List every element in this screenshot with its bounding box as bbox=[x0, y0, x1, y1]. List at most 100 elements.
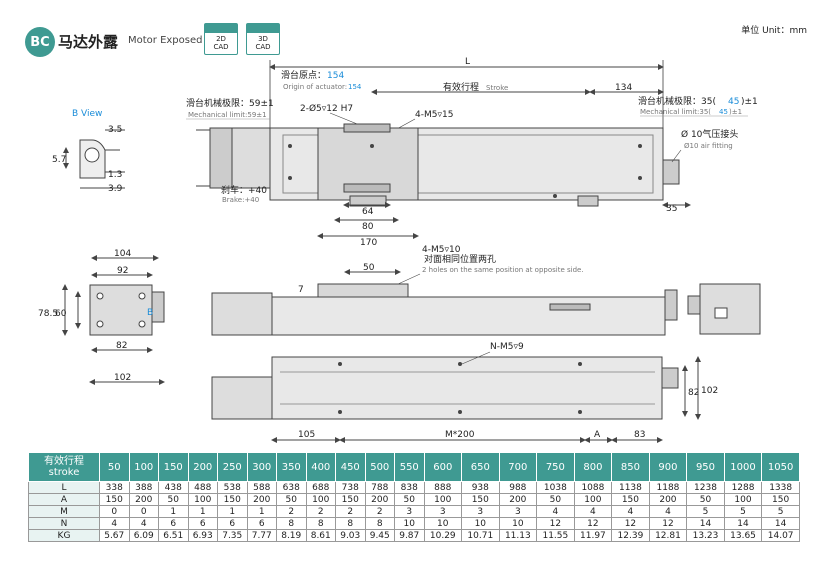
mech-right-en-end: )±1 bbox=[729, 108, 742, 116]
dim-3-5: 3.5 bbox=[108, 125, 122, 135]
table-cell: 200 bbox=[498, 493, 538, 506]
table-cell: 100 bbox=[723, 493, 763, 506]
cad-2d-bottom: CAD bbox=[213, 43, 229, 51]
table-cell: 2 bbox=[364, 505, 395, 518]
dim-L: L bbox=[465, 57, 470, 67]
table-cell: 12.39 bbox=[611, 529, 650, 542]
dim-102b: 102 bbox=[701, 386, 718, 396]
hole-4a-label: 4-M5▿15 bbox=[415, 110, 453, 120]
table-cell: 150 bbox=[335, 493, 366, 506]
table-cell: 788 bbox=[364, 481, 395, 494]
table-cell: 10 bbox=[423, 517, 463, 530]
table-cell: 588 bbox=[246, 481, 277, 494]
mech-left-cn: 滑台机械极限：59±1 bbox=[186, 97, 274, 109]
dim-170: 170 bbox=[360, 238, 377, 248]
b-view-section bbox=[63, 129, 125, 189]
dim-50: 50 bbox=[363, 263, 375, 273]
stroke-col: 450 bbox=[335, 452, 366, 482]
table-cell: 6 bbox=[158, 517, 189, 530]
bottom-view-holes bbox=[338, 362, 582, 414]
table-cell: 5 bbox=[761, 505, 800, 518]
mech-left-en: Mechanical limit:59±1 bbox=[188, 111, 267, 119]
table-cell: 150 bbox=[217, 493, 248, 506]
table-cell: 13.65 bbox=[723, 529, 763, 542]
table-cell: 50 bbox=[394, 493, 425, 506]
stroke-en: Stroke bbox=[486, 84, 508, 92]
cad-2d-top: 2D bbox=[216, 35, 226, 43]
stroke-col: 700 bbox=[498, 452, 538, 482]
stroke-col: 350 bbox=[276, 452, 307, 482]
table-cell: 200 bbox=[246, 493, 277, 506]
table-cell: 1 bbox=[217, 505, 248, 518]
stroke-col: 950 bbox=[686, 452, 725, 482]
table-cell: 11.97 bbox=[573, 529, 613, 542]
table-cell: 338 bbox=[99, 481, 130, 494]
table-cell: 1 bbox=[187, 505, 218, 518]
table-cell: 2 bbox=[276, 505, 307, 518]
table-cell: 688 bbox=[305, 481, 336, 494]
table-cell: 2 bbox=[335, 505, 366, 518]
table-cell: 8.19 bbox=[276, 529, 307, 542]
table-cell: 8 bbox=[276, 517, 307, 530]
stroke-col: 650 bbox=[461, 452, 500, 482]
origin-value: 154 bbox=[327, 71, 344, 81]
table-cell: 13.23 bbox=[686, 529, 725, 542]
table-cell: 0 bbox=[128, 505, 159, 518]
table-cell: 2 bbox=[305, 505, 336, 518]
stroke-col: 100 bbox=[128, 452, 159, 482]
table-cell: 11.13 bbox=[498, 529, 538, 542]
table-cell: 3 bbox=[423, 505, 463, 518]
table-cell: 4 bbox=[611, 505, 650, 518]
dim-78-5: 78.5 bbox=[38, 309, 58, 319]
unit-label: 单位 Unit：mm bbox=[741, 26, 807, 36]
stroke-cn: 有效行程 bbox=[443, 81, 479, 93]
cad-2d-bar bbox=[205, 24, 237, 33]
mech-right-en: Mechanical limit:35( bbox=[640, 108, 711, 116]
row-label: L bbox=[28, 481, 100, 494]
dim-1-3: 1.3 bbox=[108, 170, 122, 180]
brake-en: Brake:+40 bbox=[222, 196, 259, 204]
table-cell: 438 bbox=[158, 481, 189, 494]
table-cell: 8.61 bbox=[305, 529, 336, 542]
table-cell: 888 bbox=[423, 481, 463, 494]
top-view-body bbox=[196, 123, 680, 207]
spec-header-row: 有效行程 stroke 50 100 150 200 250 300 350 4… bbox=[28, 452, 800, 482]
stroke-col: 900 bbox=[648, 452, 688, 482]
table-cell: 150 bbox=[761, 493, 800, 506]
right-end-view bbox=[687, 283, 761, 335]
table-cell: 4 bbox=[99, 517, 130, 530]
top-view-holes bbox=[288, 144, 642, 198]
end-view-body bbox=[62, 284, 165, 336]
stroke-col: 500 bbox=[364, 452, 395, 482]
table-cell: 638 bbox=[276, 481, 307, 494]
cad-3d-top: 3D bbox=[258, 35, 268, 43]
table-cell: 388 bbox=[128, 481, 159, 494]
table-cell: 3 bbox=[394, 505, 425, 518]
table-cell: 10 bbox=[394, 517, 425, 530]
table-cell: 4 bbox=[128, 517, 159, 530]
stroke-col: 50 bbox=[99, 452, 130, 482]
table-cell: 14 bbox=[723, 517, 763, 530]
table-cell: 10.29 bbox=[423, 529, 463, 542]
table-cell: 6.93 bbox=[187, 529, 218, 542]
row-label: M bbox=[28, 505, 100, 518]
stroke-col: 850 bbox=[611, 452, 650, 482]
dim-82b: 82 bbox=[688, 388, 699, 398]
cad-2d-button[interactable]: 2D CAD bbox=[204, 23, 238, 55]
stroke-col: 750 bbox=[536, 452, 575, 482]
row-label: A bbox=[28, 493, 100, 506]
stroke-col: 150 bbox=[158, 452, 189, 482]
table-cell: 12 bbox=[573, 517, 613, 530]
title-en: Motor Exposed bbox=[128, 35, 203, 46]
n-m5-label: N-M5▿9 bbox=[490, 342, 524, 352]
table-cell: 538 bbox=[217, 481, 248, 494]
table-cell: 150 bbox=[611, 493, 650, 506]
table-cell: 6.09 bbox=[128, 529, 159, 542]
table-cell: 12 bbox=[648, 517, 688, 530]
table-cell: 988 bbox=[498, 481, 538, 494]
row-label: N bbox=[28, 517, 100, 530]
cad-3d-button[interactable]: 3D CAD bbox=[246, 23, 280, 55]
dim-80: 80 bbox=[362, 222, 374, 232]
